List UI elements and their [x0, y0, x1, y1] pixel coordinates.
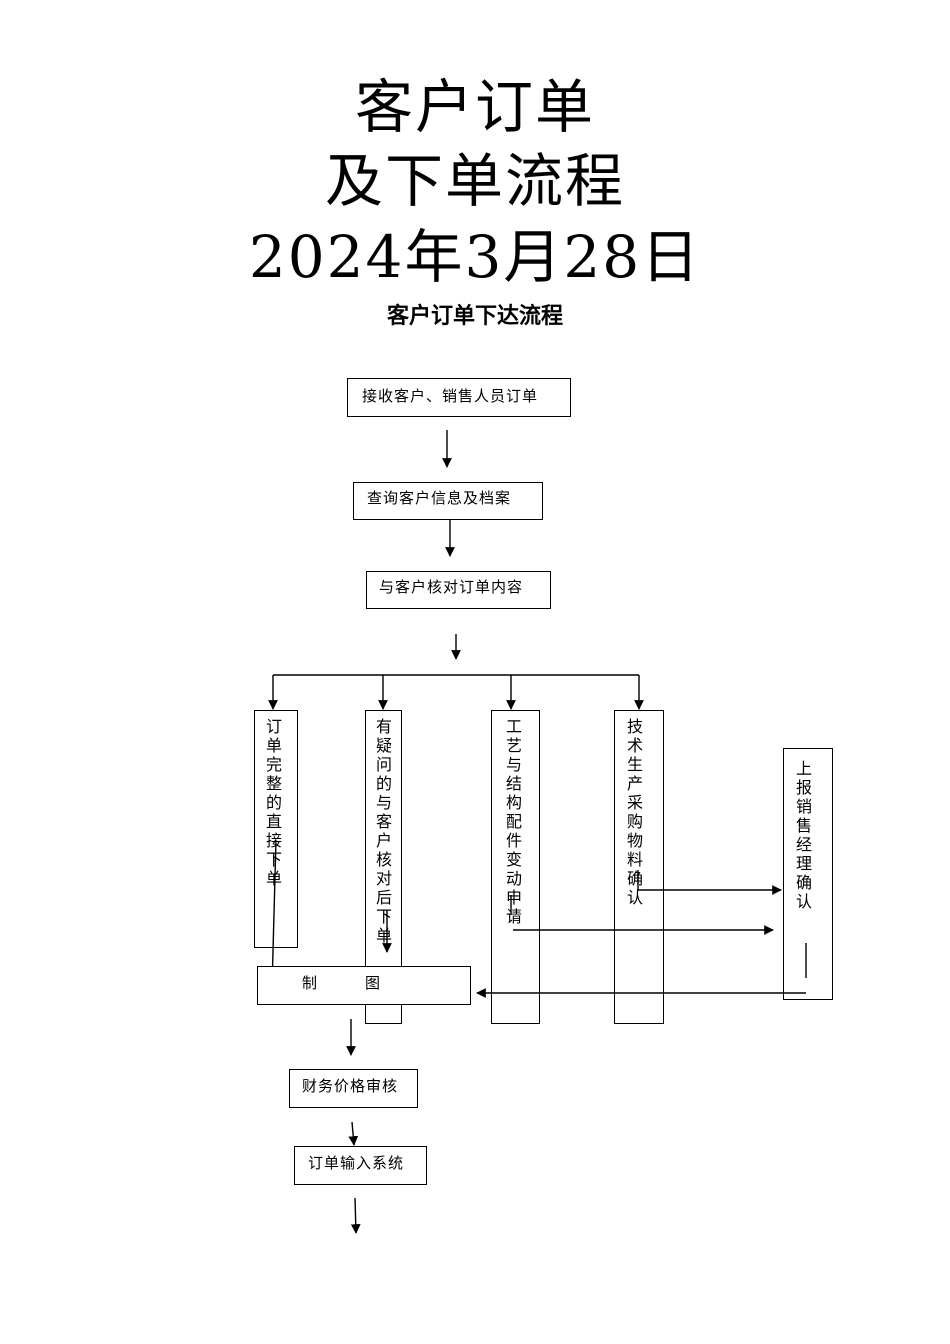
- step-system-input-box: 订单输入系统: [294, 1146, 427, 1185]
- step-query-customer-box: 查询客户信息及档案: [353, 482, 543, 520]
- title-line-1: 客户订单: [354, 73, 595, 141]
- title-line-2: 及下单流程: [324, 147, 625, 215]
- branch-process-box: 工艺与结构配件变动申请: [491, 710, 540, 1024]
- branch-complete-label: 订单完整的直接下单: [265, 717, 282, 888]
- branch-question-box: 有疑问的与客户核对后下单: [365, 710, 402, 1024]
- step-finance-review-label: 财务价格审核: [302, 1077, 399, 1095]
- step-query-customer-label: 查询客户信息及档案: [367, 489, 512, 507]
- arrow-tech-to-report: [637, 870, 782, 895]
- arrow-finance-to-input: [348, 1121, 359, 1146]
- step-drawing-label: 制 图: [302, 974, 387, 992]
- step-verify-order-box: 与客户核对订单内容: [366, 571, 551, 609]
- step-verify-order-label: 与客户核对订单内容: [379, 578, 524, 596]
- branch-process-label: 工艺与结构配件变动申请: [505, 717, 522, 926]
- branch-complete-box: 订单完整的直接下单: [254, 710, 298, 948]
- step-report-manager-label: 上报销售经理确认: [795, 759, 812, 911]
- arrow-input-out: [350, 1197, 361, 1234]
- branch-tech-label: 技术生产采购物料确认: [626, 717, 643, 907]
- step-system-input-label: 订单输入系统: [308, 1154, 405, 1172]
- step-report-manager-box: 上报销售经理确认: [783, 748, 833, 1000]
- step-finance-review-box: 财务价格审核: [289, 1069, 418, 1108]
- flowchart-title: 客户订单下达流程: [386, 304, 563, 329]
- branch-question-label: 有疑问的与客户核对后下单: [375, 717, 392, 945]
- step-receive-order-box: 接收客户、销售人员订单: [347, 378, 571, 417]
- arrow-complete-to-drawing: [267, 839, 278, 989]
- title-date: 2024年3月28日: [248, 223, 702, 291]
- step-receive-order-label: 接收客户、销售人员订单: [362, 387, 539, 405]
- step-drawing-box: 制 图: [257, 966, 471, 1005]
- branch-tech-box: 技术生产采购物料确认: [614, 710, 664, 1024]
